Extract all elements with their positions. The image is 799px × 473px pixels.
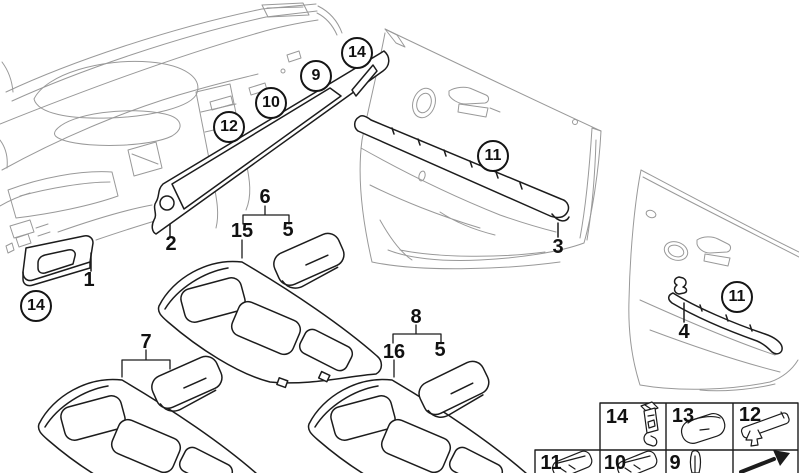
front-door-panel — [359, 28, 602, 270]
callout-circle-12: 12 — [213, 111, 245, 143]
legend-number-9: 9 — [669, 452, 681, 473]
legend-grid — [534, 402, 799, 473]
callout-circle-11-front-door: 11 — [477, 140, 509, 172]
driver-side-trim-part-1 — [22, 235, 94, 287]
callout-number: 11 — [484, 147, 502, 164]
legend-number-11: 11 — [540, 452, 562, 473]
callout-number: 14 — [348, 44, 366, 61]
part-label-7: 7 — [140, 331, 152, 353]
bracket-group-8 — [392, 324, 442, 378]
callout-number: 9 — [311, 67, 321, 84]
rear-door-trim-part-4 — [668, 276, 783, 355]
trim-clip-icon — [551, 450, 593, 473]
cover-cap-icon — [680, 413, 726, 444]
callout-number: 12 — [220, 118, 238, 135]
legend-number-10: 10 — [603, 452, 627, 473]
callout-circle-11-rear-door: 11 — [721, 281, 753, 313]
part-label-15: 15 — [230, 220, 254, 242]
part-label-8: 8 — [410, 306, 422, 328]
bracket-group-6 — [241, 205, 290, 259]
legend-number-12: 12 — [738, 404, 762, 426]
part-label-3: 3 — [552, 236, 564, 258]
callout-number: 10 — [262, 94, 280, 111]
rear-door-panel — [628, 169, 799, 392]
legend-number-14: 14 — [605, 406, 629, 428]
part-label-4: 4 — [678, 321, 690, 343]
callout-circle-9: 9 — [300, 60, 332, 92]
dash-trim-strip-part-2 — [151, 50, 390, 237]
legend-number-13: 13 — [671, 405, 695, 427]
bracket-group-7 — [121, 349, 171, 378]
part-label-2: 2 — [165, 233, 177, 255]
part-label-1: 1 — [83, 269, 95, 291]
callout-circle-14-dash: 14 — [341, 37, 373, 69]
trim-clip-icon — [616, 450, 658, 473]
callout-number: 11 — [728, 288, 746, 305]
callout-circle-14-left: 14 — [20, 290, 52, 322]
part-label-6: 6 — [259, 186, 271, 208]
callout-number: 14 — [27, 297, 45, 314]
pin-clip-icon — [689, 450, 702, 473]
console-trim-part-7 — [37, 378, 263, 473]
part-label-16: 16 — [382, 341, 406, 363]
callout-circle-10: 10 — [255, 87, 287, 119]
continuation-arrow-icon — [739, 450, 790, 473]
clamp-bracket-icon — [740, 411, 790, 447]
front-door-trim-part-3 — [354, 115, 570, 238]
part-label-5-lower: 5 — [434, 339, 446, 361]
part-label-5-upper: 5 — [282, 219, 294, 241]
retaining-clip-icon — [640, 401, 659, 447]
